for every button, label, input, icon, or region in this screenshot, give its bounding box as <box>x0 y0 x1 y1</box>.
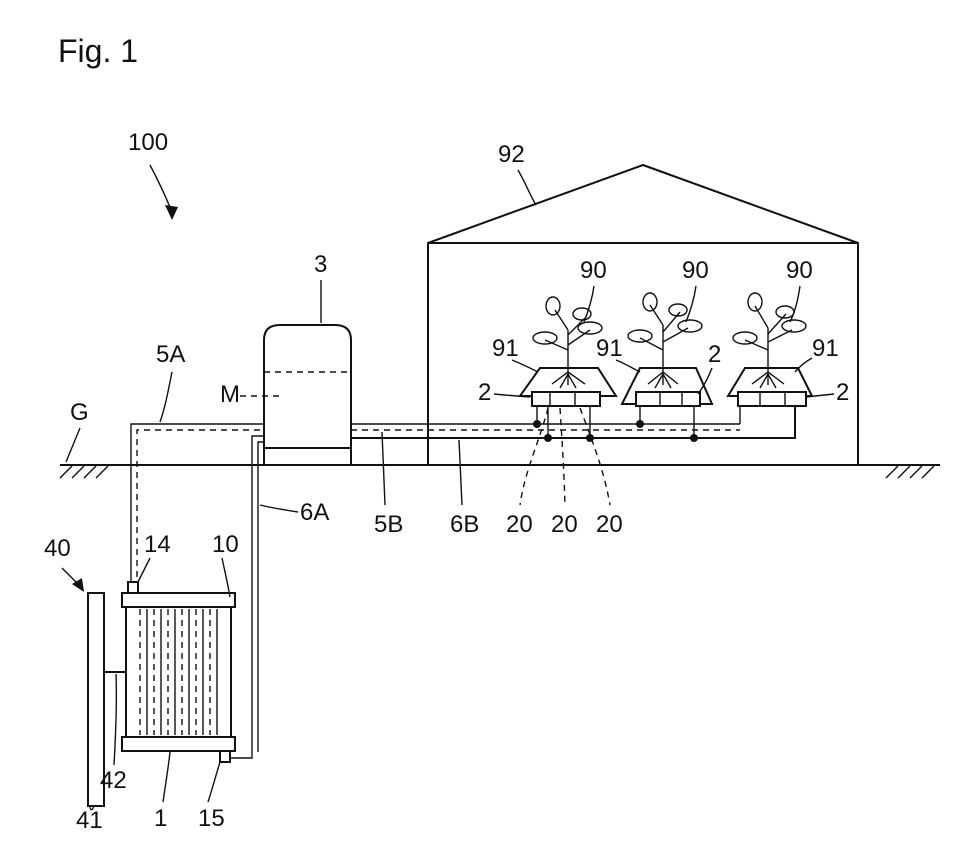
ground-hatch-right <box>886 466 934 478</box>
figure-title: Fig. 1 <box>58 33 138 69</box>
label-emitter-1: 20 <box>506 511 533 538</box>
emitter-2-leader <box>560 408 565 505</box>
label-module-10: 10 <box>212 531 239 558</box>
plant-1-icon <box>533 297 602 388</box>
label-medium: M <box>220 381 240 408</box>
bed-2 <box>622 368 712 406</box>
link-42-leader <box>114 674 116 765</box>
tank-outline <box>264 325 351 465</box>
pipe-5a <box>131 424 264 588</box>
container-3-leader <box>795 358 812 372</box>
ground-hatch-left <box>60 466 108 478</box>
label-plant-1: 90 <box>580 257 607 284</box>
label-container-3: 91 <box>812 335 839 362</box>
label-link-42: 42 <box>100 767 127 794</box>
label-system: 100 <box>128 129 168 156</box>
label-plant-3: 90 <box>786 257 813 284</box>
emitter-3-leader <box>580 408 610 505</box>
label-emitter-2: 20 <box>551 511 578 538</box>
module-10-leader <box>222 558 230 597</box>
device-tube-walls <box>147 609 217 735</box>
label-pipe-6b: 6B <box>450 511 479 538</box>
label-container-2: 91 <box>596 335 623 362</box>
port-14-leader <box>138 558 150 582</box>
label-device-1: 1 <box>154 805 167 832</box>
label-greenhouse: 92 <box>498 141 525 168</box>
pipe-5a-leader <box>160 372 172 422</box>
label-bed-1: 2 <box>478 379 491 406</box>
label-port-14: 14 <box>144 531 171 558</box>
label-ground: G <box>70 399 89 426</box>
label-emitter-3: 20 <box>596 511 623 538</box>
pipe-5b-leader <box>382 432 385 505</box>
system-arrow-icon <box>165 205 178 220</box>
plant-1-leader <box>584 286 594 322</box>
label-pipe-6a: 6A <box>300 499 329 526</box>
label-pipe-5a: 5A <box>156 341 185 368</box>
label-bed-2: 2 <box>708 341 721 368</box>
label-container-1: 91 <box>492 335 519 362</box>
port-15-leader <box>208 762 220 802</box>
pipe-6b-leader <box>459 440 462 505</box>
pipe-5a-inner <box>137 430 264 588</box>
label-bed-3: 2 <box>836 379 849 406</box>
container-1-leader <box>512 360 538 372</box>
port-14 <box>128 582 138 593</box>
label-pipe-5b: 5B <box>374 511 403 538</box>
device-bottom-header <box>122 737 235 751</box>
device-1-leader <box>163 752 170 802</box>
pipe-6b <box>351 406 795 438</box>
label-plant-2: 90 <box>682 257 709 284</box>
port-15 <box>220 751 230 762</box>
ground-leader <box>66 428 80 462</box>
label-tank: 3 <box>314 251 327 278</box>
label-heat-unit: 40 <box>44 535 71 562</box>
label-panel-41: 41 <box>76 807 103 834</box>
container-2-leader <box>616 360 640 372</box>
label-port-15: 15 <box>198 805 225 832</box>
system-leader <box>150 165 172 212</box>
greenhouse-leader <box>518 170 536 205</box>
device-top-header <box>122 593 235 607</box>
pipe-6a-leader <box>260 505 298 512</box>
pipe-6a-inner <box>258 442 264 752</box>
plant-2-leader <box>686 286 696 322</box>
